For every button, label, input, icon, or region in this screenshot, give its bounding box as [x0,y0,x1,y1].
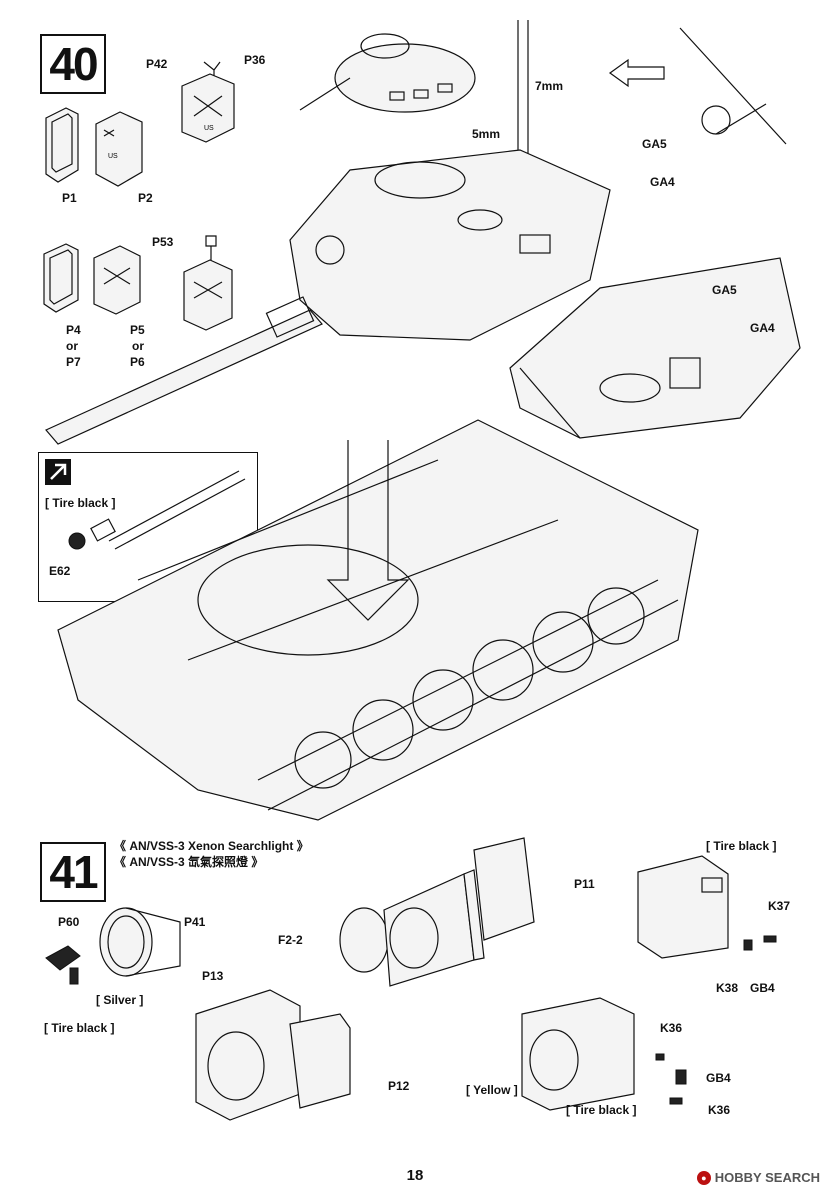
step-40-number: 40 [40,34,106,94]
searchlight-rear-illustration [637,855,777,959]
e62-part-illustration [68,470,246,550]
label-gb4-top: GB4 [750,981,775,995]
label-or-1: or [66,339,78,353]
label-p36: P36 [244,53,266,67]
direction-arrow [608,58,665,88]
label-ga4-side: GA4 [750,321,775,335]
label-p5: P5 [130,323,145,337]
searchlight-body-illustration [339,837,535,987]
turret-top-illustration [299,33,476,113]
label-or-2: or [132,339,144,353]
label-p4: P4 [66,323,81,337]
label-p60: P60 [58,915,80,929]
label-5mm: 5mm [472,127,501,141]
label-silver: [ Silver ] [96,993,144,1007]
jerrycan-p42-p36-illustration: US [181,61,235,143]
antenna-detail [679,27,787,145]
searchlight-front-illustration [521,997,687,1111]
tank-hull-illustration [57,419,699,821]
label-k38: K38 [716,981,739,995]
label-k36-top: K36 [660,1021,683,1035]
label-tire-black-bottom: [ Tire black ] [566,1103,637,1117]
watermark: ● HOBBY SEARCH [696,1170,820,1185]
turret-hull-upper-illustration [289,149,611,341]
label-ga5-top: GA5 [642,137,667,151]
label-p6: P6 [130,355,145,369]
watermark-text: HOBBY SEARCH [714,1170,820,1185]
turret-side-illustration [509,257,801,439]
label-7mm: 7mm [535,79,564,93]
jerrycan-p1-p2-illustration: US [45,107,143,187]
label-gb4-bottom: GB4 [706,1071,731,1085]
label-ga4-top: GA4 [650,175,675,189]
gun-barrel-illustration [45,296,323,445]
label-e62: E62 [49,564,71,578]
jerrycan-p53-illustration [183,235,233,331]
label-p2: P2 [138,191,153,205]
label-p53: P53 [152,235,174,249]
label-p42: P42 [146,57,168,71]
label-p7: P7 [66,355,81,369]
label-p11: P11 [574,877,595,891]
page-number: 18 [406,1167,424,1184]
searchlight-housing-open-illustration [195,989,351,1121]
paint-icon [45,459,71,485]
step-41-number: 41 [40,842,106,902]
label-k37: K37 [768,899,791,913]
label-yellow: [ Yellow ] [466,1083,518,1097]
svg-text:US: US [204,125,214,132]
label-ga5-side: GA5 [712,283,737,297]
label-p1: P1 [62,191,77,205]
label-p41: P41 [184,915,206,929]
label-f2-2: F2-2 [278,933,303,947]
step-41-caption-zh: 《 AN/VSS-3 氙氣探照燈 》 [114,855,264,869]
step-41-caption-en: 《 AN/VSS-3 Xenon Searchlight 》 [114,839,309,853]
label-p12: P12 [388,1079,410,1093]
jerrycan-p4-p5-illustration [43,243,141,315]
inset-paint-label: [ Tire black ] [45,496,116,510]
watermark-logo-icon: ● [696,1170,711,1185]
searchlight-lens-illustration [45,907,181,985]
label-p13: P13 [202,969,224,983]
label-k36-bottom: K36 [708,1103,731,1117]
label-tire-black-right: [ Tire black ] [706,839,777,853]
label-tire-black-left: [ Tire black ] [44,1021,115,1035]
us-mark: US [108,153,118,160]
